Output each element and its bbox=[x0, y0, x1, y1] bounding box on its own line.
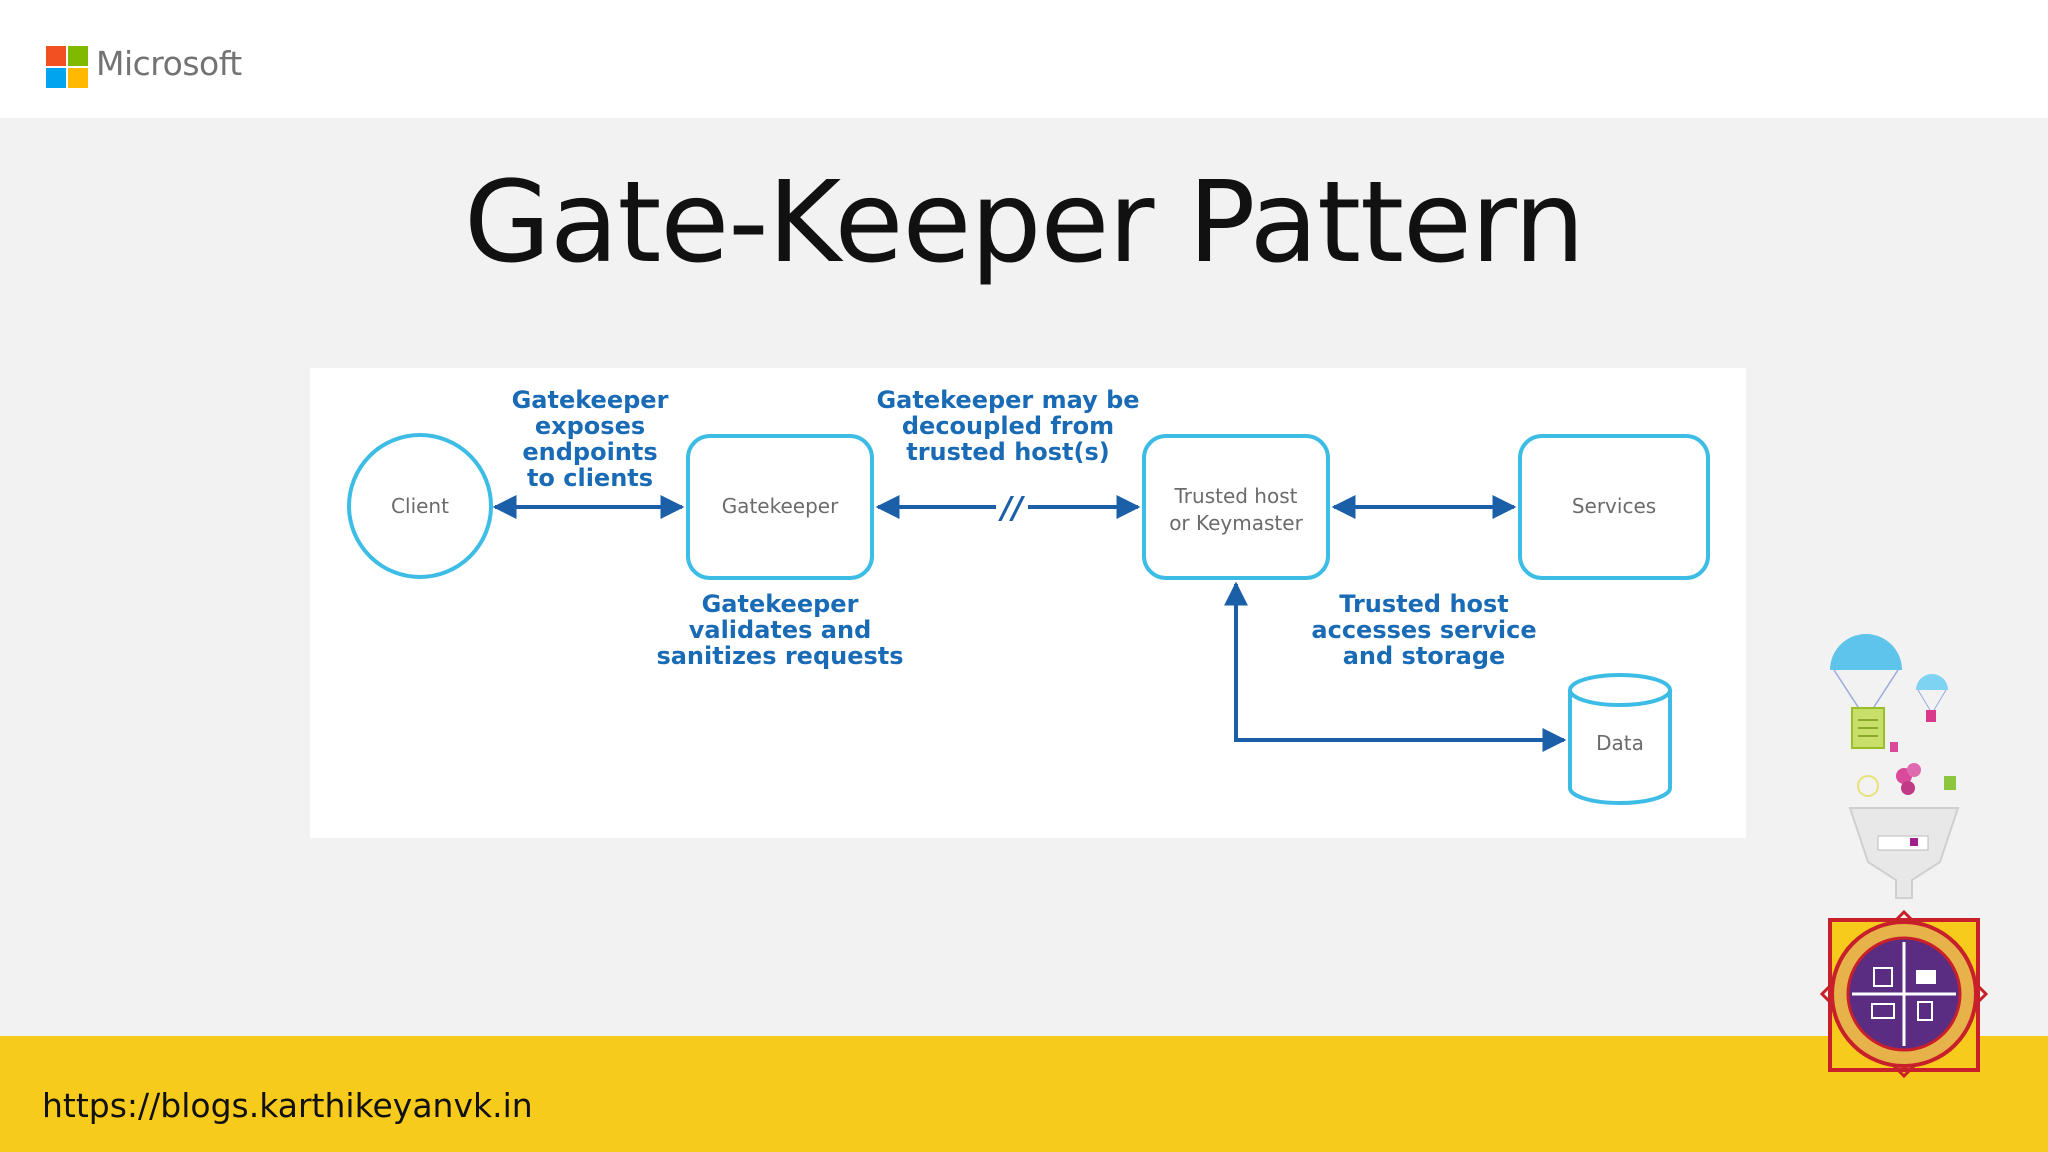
svg-text:Gatekeeper: Gatekeeper bbox=[702, 590, 859, 618]
svg-text:endpoints: endpoints bbox=[522, 438, 657, 466]
annotation-exposes: Gatekeeper exposes endpoints to clients bbox=[512, 386, 669, 492]
slide-title: Gate-Keeper Pattern bbox=[464, 158, 1585, 288]
blog-logo-illustration bbox=[1790, 630, 1990, 1110]
svg-text:decoupled from: decoupled from bbox=[902, 412, 1114, 440]
trusted-host-label-line2: or Keymaster bbox=[1169, 511, 1303, 535]
footer-band bbox=[0, 1036, 2048, 1152]
top-bar: Microsoft bbox=[0, 0, 2048, 118]
svg-text:and storage: and storage bbox=[1343, 642, 1506, 670]
gatekeeper-diagram: Client Gatekeeper Trusted host or Keymas… bbox=[310, 368, 1746, 838]
data-store-node: Data bbox=[1568, 673, 1672, 805]
svg-text:sanitizes requests: sanitizes requests bbox=[656, 642, 903, 670]
annotation-validates: Gatekeeper validates and sanitizes reque… bbox=[656, 590, 903, 670]
trusted-host-label-line1: Trusted host bbox=[1174, 484, 1298, 508]
gatekeeper-node: Gatekeeper bbox=[686, 434, 874, 580]
parachute-icon bbox=[1830, 634, 1902, 670]
svg-text:accesses service: accesses service bbox=[1311, 616, 1536, 644]
gatekeeper-label: Gatekeeper bbox=[722, 494, 839, 518]
svg-text:Trusted host: Trusted host bbox=[1339, 590, 1509, 618]
svg-text:Gatekeeper: Gatekeeper bbox=[512, 386, 669, 414]
services-label: Services bbox=[1572, 494, 1656, 518]
svg-text:validates and: validates and bbox=[689, 616, 872, 644]
annotation-accesses: Trusted host accesses service and storag… bbox=[1311, 590, 1536, 670]
svg-text:Gatekeeper may be: Gatekeeper may be bbox=[876, 386, 1139, 414]
funnel-icon bbox=[1848, 807, 1960, 899]
client-node: Client bbox=[347, 433, 493, 579]
svg-text:to clients: to clients bbox=[527, 464, 653, 492]
footer-url: https://blogs.karthikeyanvk.in bbox=[42, 1086, 533, 1125]
svg-text:trusted host(s): trusted host(s) bbox=[906, 438, 1110, 466]
svg-text:exposes: exposes bbox=[535, 412, 645, 440]
services-node: Services bbox=[1518, 434, 1710, 580]
client-label: Client bbox=[391, 494, 449, 518]
decoupling-mark: // bbox=[998, 491, 1026, 526]
annotation-decoupled: Gatekeeper may be decoupled from trusted… bbox=[876, 386, 1139, 466]
trusted-host-node: Trusted host or Keymaster bbox=[1142, 434, 1330, 580]
brand-name: Microsoft bbox=[96, 44, 242, 83]
microsoft-logo-icon bbox=[46, 46, 88, 88]
data-label: Data bbox=[1596, 731, 1644, 755]
